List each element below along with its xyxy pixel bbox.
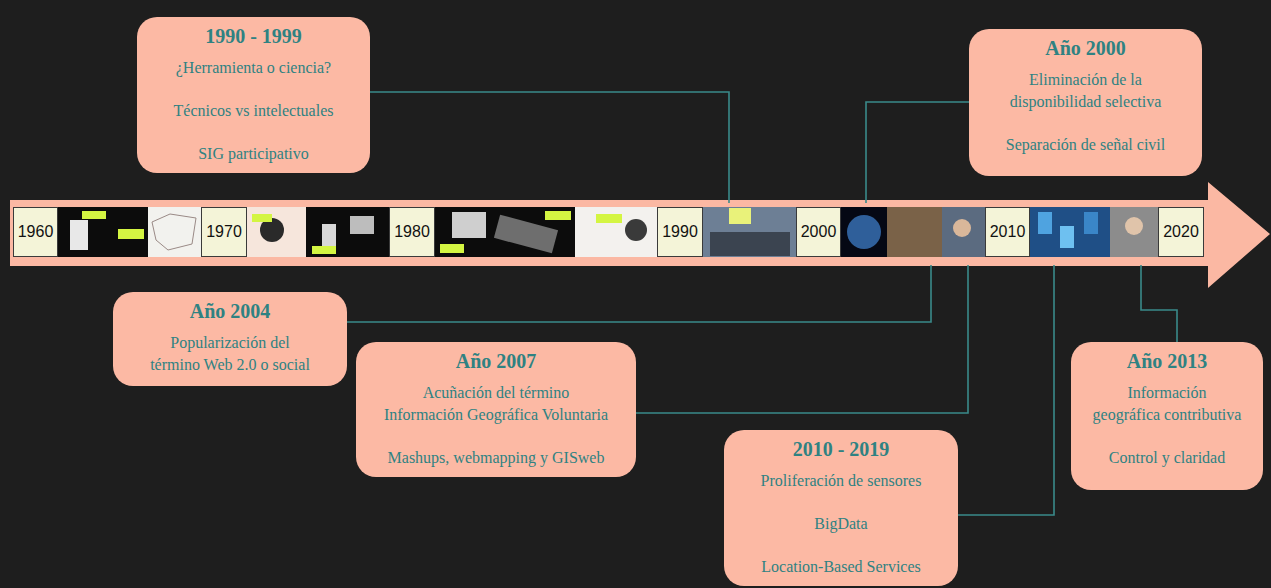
- year-marker: 1960: [13, 207, 58, 257]
- callout-text: Información geográfica contributiva: [1081, 382, 1253, 426]
- year-label: 1970: [206, 223, 242, 241]
- photo: [1030, 207, 1110, 257]
- photo: [452, 212, 486, 238]
- callout-box: Año 2007Acuñación del término Informació…: [356, 342, 636, 477]
- callout-text: Popularización del término Web 2.0 o soc…: [123, 332, 337, 376]
- leader-line: [347, 265, 931, 322]
- photo: [575, 207, 657, 257]
- year-marker: 1970: [201, 207, 247, 257]
- photo: [70, 220, 88, 250]
- callout-heading: Año 2013: [1081, 348, 1253, 374]
- sticky-note: [118, 229, 144, 239]
- year-marker: 1980: [389, 207, 435, 257]
- callout-text: BigData: [734, 513, 948, 535]
- callout-heading: Año 2004: [123, 298, 337, 324]
- callout-text: Location-Based Services: [734, 556, 948, 578]
- callout-heading: 1990 - 1999: [147, 23, 360, 49]
- callout-box: Año 2013Información geográfica contribut…: [1071, 342, 1263, 490]
- callout-text: Acuñación del término Información Geográ…: [366, 382, 626, 426]
- leader-line: [1141, 265, 1177, 342]
- callout-text: ¿Herramienta o ciencia?: [147, 57, 360, 79]
- callout-text: Control y claridad: [1081, 447, 1253, 469]
- year-marker: 1990: [657, 207, 703, 257]
- photo: [247, 207, 306, 257]
- leader-line: [958, 265, 1054, 515]
- year-label: 2000: [801, 223, 837, 241]
- leader-line: [370, 92, 729, 203]
- callout-text: Eliminación de la disponibilidad selecti…: [989, 69, 1182, 113]
- photo: [953, 219, 971, 237]
- photo: [625, 219, 647, 241]
- photo: [887, 207, 942, 257]
- photo: [494, 215, 558, 254]
- photo: [1110, 207, 1158, 257]
- year-label: 1990: [662, 223, 698, 241]
- photo: [942, 207, 985, 257]
- year-marker: 2010: [985, 207, 1030, 257]
- year-label: 1960: [18, 223, 54, 241]
- callout-heading: 2010 - 2019: [734, 436, 948, 462]
- leader-line: [866, 102, 969, 203]
- map-drawing: [148, 207, 201, 257]
- photo: [703, 207, 796, 257]
- callout-text: Proliferación de sensores: [734, 470, 948, 492]
- leader-line: [636, 265, 968, 413]
- callout-heading: Año 2007: [366, 348, 626, 374]
- callout-box: 1990 - 1999 ¿Herramienta o ciencia? Técnic…: [137, 17, 370, 173]
- timeline-images: [58, 207, 1158, 257]
- photo: [306, 207, 389, 257]
- callout-text: Mashups, webmapping y GISweb: [366, 447, 626, 469]
- callout-text: Técnicos vs intelectuales: [147, 100, 360, 122]
- callout-box: Año 2000Eliminación de la disponibilidad…: [969, 29, 1202, 176]
- sticky-note: [545, 211, 571, 220]
- photo: [710, 232, 790, 256]
- callout-box: Año 2004Popularización del término Web 2…: [113, 292, 347, 386]
- sticky-note: [729, 208, 751, 224]
- photo: [1125, 217, 1143, 235]
- year-label: 1980: [394, 223, 430, 241]
- sticky-note: [252, 214, 272, 222]
- photo: [435, 207, 575, 257]
- phone: [1038, 212, 1052, 234]
- callout-box: 2010 - 2019Proliferación de sensoresBigD…: [724, 430, 958, 586]
- earth: [847, 215, 881, 249]
- sticky-note: [440, 244, 464, 253]
- sticky-note: [596, 214, 622, 223]
- sticky-note: [312, 246, 336, 254]
- phone: [1060, 226, 1074, 248]
- photo: [841, 207, 887, 257]
- timeline-arrow: [10, 182, 1270, 288]
- map-outline: [152, 214, 196, 250]
- sticky-note: [82, 211, 106, 219]
- callout-text: SIG participativo: [147, 143, 360, 165]
- year-marker: 2020: [1158, 207, 1204, 257]
- year-marker: 2000: [796, 207, 841, 257]
- year-label: 2020: [1163, 223, 1199, 241]
- phone: [1084, 212, 1098, 234]
- photo: [350, 216, 374, 234]
- callout-heading: Año 2000: [989, 35, 1182, 61]
- year-label: 2010: [990, 223, 1026, 241]
- photo: [58, 207, 148, 257]
- callout-text: Separación de señal civil: [989, 134, 1182, 156]
